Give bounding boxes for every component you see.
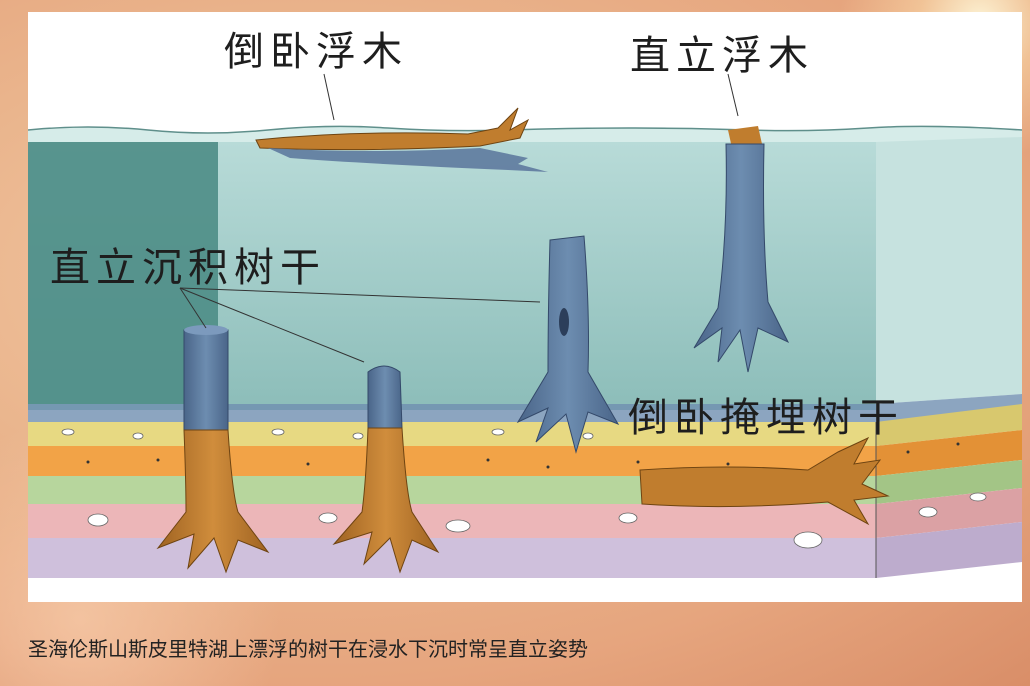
diagram-canvas bbox=[28, 12, 1022, 602]
figure-caption: 圣海伦斯山斯皮里特湖上漂浮的树干在浸水下沉时常呈直立姿势 bbox=[28, 633, 588, 662]
label-horizontal-buried: 倒卧掩埋树干 bbox=[628, 398, 904, 438]
label-floating-horizontal: 倒卧浮木 bbox=[224, 32, 408, 72]
label-upright-buried: 直立沉积树干 bbox=[50, 248, 326, 288]
layer-purple bbox=[28, 538, 876, 578]
diagram-figure: 倒卧浮木 直立浮木 直立沉积树干 倒卧掩埋树干 bbox=[28, 12, 1022, 602]
label-floating-upright: 直立浮木 bbox=[630, 36, 814, 76]
